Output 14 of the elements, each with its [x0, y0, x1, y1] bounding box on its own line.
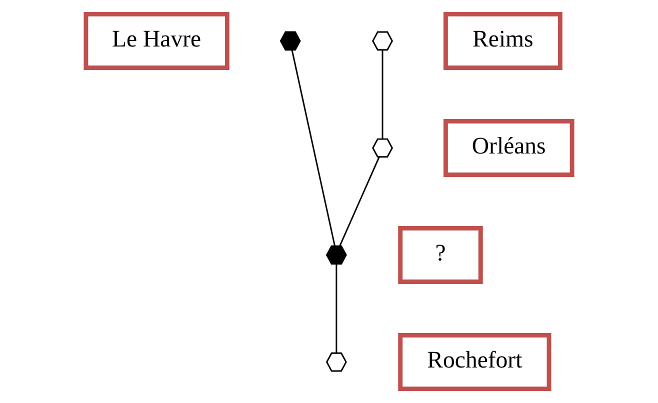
node-box: Orléans	[443, 119, 574, 177]
connector	[291, 50, 336, 246]
node-box: Reims	[443, 12, 562, 70]
node-box: Rochefort	[398, 333, 552, 392]
node-box: Le Havre	[84, 12, 230, 70]
node-hexagon	[326, 245, 347, 265]
node-hexagon	[326, 352, 347, 372]
node-hexagon	[372, 138, 394, 158]
connector	[339, 156, 380, 246]
connector	[336, 264, 338, 353]
node-hexagon	[372, 31, 394, 51]
node-hexagon	[280, 31, 301, 51]
connector	[382, 50, 384, 139]
node-box: ?	[398, 226, 483, 284]
